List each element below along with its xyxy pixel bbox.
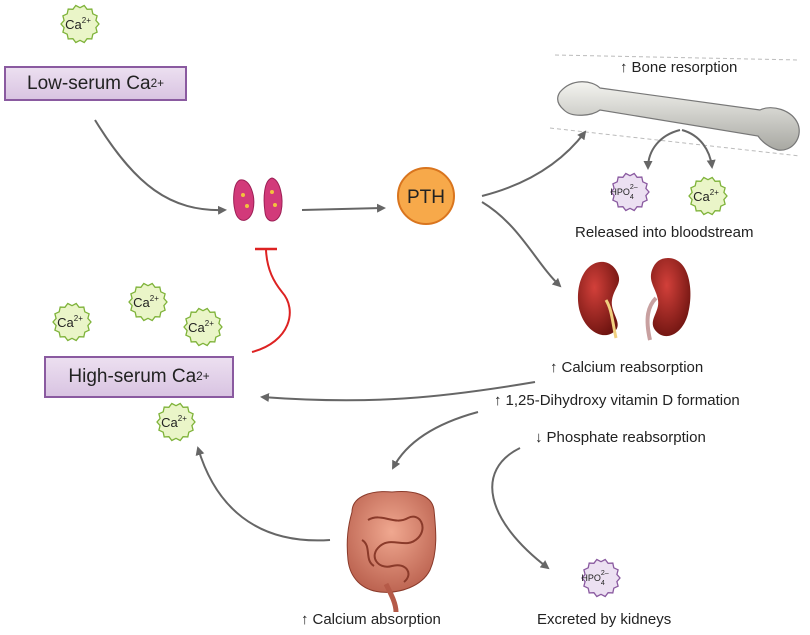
ca-ion-high-3: Ca2+ bbox=[183, 307, 223, 347]
hpo4-symbol: HPO42– bbox=[610, 184, 637, 201]
arrow-parathyroid-to-pth bbox=[301, 203, 386, 213]
released-into-bloodstream-label: Released into bloodstream bbox=[575, 224, 754, 241]
hpo4-charge: 2– bbox=[630, 184, 638, 191]
phosphate-reabsorption-label: ↓Phosphate reabsorption bbox=[535, 429, 706, 446]
arrow-intestine-to-high-serum bbox=[195, 446, 331, 542]
kidneys-icon bbox=[578, 258, 691, 341]
low-serum-label: Low-serum Ca bbox=[27, 72, 151, 94]
ca-ion-released: Ca2+ bbox=[688, 176, 728, 216]
vitamin-d-formation-label: ↑1,25-Dihydroxy vitamin D formation bbox=[494, 392, 740, 409]
hpo4-ion-released: HPO42– bbox=[610, 172, 650, 212]
ca-charge: 2+ bbox=[178, 414, 187, 423]
bone-resorption-label: ↑Bone resorption bbox=[620, 59, 738, 76]
arrow-bone-to-hpo4 bbox=[643, 129, 681, 170]
pth-label: PTH bbox=[407, 187, 445, 208]
arrow-pth-to-bone bbox=[481, 130, 587, 197]
hpo4-symbol: HPO42– bbox=[581, 570, 608, 587]
hpo4-ion-excreted: HPO42– bbox=[581, 558, 621, 598]
hpo4-charge: 2– bbox=[601, 570, 609, 577]
ca-ion-high-4: Ca2+ bbox=[156, 402, 196, 442]
arrow-bone-to-ca bbox=[681, 129, 716, 169]
ca-charge: 2+ bbox=[82, 16, 91, 25]
intestine-icon bbox=[346, 491, 437, 613]
ca-ion-high-1: Ca2+ bbox=[128, 282, 168, 322]
pth-hormone: PTH bbox=[397, 167, 455, 225]
ca-ion-top: Ca2+ bbox=[60, 4, 100, 44]
ca-charge: 2+ bbox=[205, 319, 214, 328]
arrow-pth-to-kidney bbox=[481, 201, 562, 288]
arrow-low-to-parathyroid bbox=[94, 119, 227, 215]
hpo4-subscript: 4 bbox=[601, 580, 605, 587]
ca-charge: 2+ bbox=[74, 314, 83, 323]
calcium-absorption-label: ↑Calcium absorption bbox=[301, 611, 441, 628]
ca-charge: 2+ bbox=[150, 294, 159, 303]
arrow-phosphate-to-excretion bbox=[491, 447, 550, 570]
hpo4-subscript: 4 bbox=[630, 194, 634, 201]
parathyroid-gland-icon bbox=[233, 177, 283, 222]
inhibition-line bbox=[251, 249, 291, 353]
arrow-vitd-to-intestine bbox=[392, 411, 479, 470]
high-serum-label: High-serum Ca bbox=[68, 366, 197, 387]
excreted-by-kidneys-label: Excreted by kidneys bbox=[537, 611, 672, 628]
ca-charge: 2+ bbox=[710, 188, 719, 197]
ca-ion-high-2: Ca2+ bbox=[52, 302, 92, 342]
calcium-reabsorption-label: ↑Calcium reabsorption bbox=[550, 359, 704, 376]
bone-icon bbox=[557, 81, 800, 151]
arrow-kidney-to-high-serum bbox=[260, 381, 536, 403]
bone-guide-top bbox=[554, 54, 801, 61]
